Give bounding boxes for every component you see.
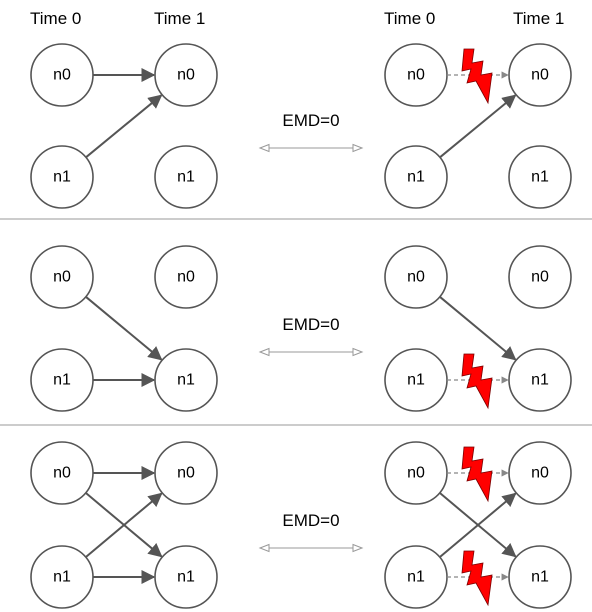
node-circle	[508, 43, 572, 107]
edge-n1-to-n0	[439, 94, 517, 159]
right-time1-node-n1: n1	[508, 545, 572, 609]
left-time0-label: Time 0	[30, 9, 81, 28]
edge-n0-to-n1	[439, 296, 517, 361]
right-time0-node-n1: n1	[384, 545, 448, 609]
left-time1-node-n0: n0	[154, 43, 218, 107]
node-circle	[154, 245, 218, 309]
node-circle	[508, 545, 572, 609]
lightning-bolt-icon	[461, 353, 493, 410]
node-circle	[154, 145, 218, 209]
right-time1-node-n1: n1	[508, 348, 572, 412]
edge-n1-to-n0	[439, 492, 517, 558]
right-time0-node-n0: n0	[384, 441, 448, 505]
node-label: n1	[407, 372, 425, 389]
left-time1-node-n0: n0	[154, 441, 218, 505]
node-circle	[508, 348, 572, 412]
left-time0-node-n0: n0	[30, 441, 94, 505]
interrupted-edge-n1-to-n1	[447, 353, 509, 410]
right-time0-node-n0: n0	[384, 245, 448, 309]
edge-n1-to-n0	[85, 492, 163, 558]
node-label: n0	[407, 67, 425, 84]
node-label: n1	[531, 372, 549, 389]
node-label: n0	[531, 269, 549, 286]
right-time1-node-n1: n1	[508, 145, 572, 209]
node-circle	[30, 545, 94, 609]
node-label: n0	[177, 465, 195, 482]
left-time1-node-n1: n1	[154, 348, 218, 412]
right-time0-label: Time 0	[384, 9, 435, 28]
interrupted-edge-n1-to-n1	[447, 550, 509, 607]
node-circle	[508, 145, 572, 209]
node-circle	[384, 245, 448, 309]
right-time1-node-n0: n0	[508, 441, 572, 505]
node-circle	[30, 43, 94, 107]
node-label: n1	[53, 569, 71, 586]
interrupted-edge-n0-to-n0	[447, 446, 509, 503]
interrupted-edge-n0-to-n0	[447, 48, 509, 105]
node-label: n1	[407, 169, 425, 186]
node-label: n0	[53, 465, 71, 482]
node-circle	[154, 441, 218, 505]
node-label: n0	[177, 67, 195, 84]
left-time0-node-n0: n0	[30, 43, 94, 107]
node-circle	[384, 145, 448, 209]
left-time0-node-n1: n1	[30, 545, 94, 609]
node-circle	[508, 441, 572, 505]
emd-label: EMD=0	[282, 111, 339, 130]
node-label: n1	[177, 569, 195, 586]
edge-n1-to-n0	[85, 94, 163, 159]
node-circle	[154, 43, 218, 107]
node-label: n0	[53, 269, 71, 286]
left-time1-node-n1: n1	[154, 545, 218, 609]
left-time0-node-n1: n1	[30, 348, 94, 412]
edge-n0-to-n1	[85, 296, 163, 361]
node-label: n0	[531, 465, 549, 482]
double-arrow-icon	[258, 143, 364, 153]
node-label: n0	[531, 67, 549, 84]
node-label: n0	[407, 269, 425, 286]
lightning-bolt-icon	[461, 550, 493, 607]
right-time1-node-n0: n0	[508, 43, 572, 107]
right-time1-label: Time 1	[513, 9, 564, 28]
node-circle	[30, 348, 94, 412]
node-label: n1	[53, 169, 71, 186]
double-arrow-icon	[258, 347, 364, 357]
node-label: n1	[177, 372, 195, 389]
node-label: n0	[407, 465, 425, 482]
panel-1: n0 n0 n0 n0 n1 n1 n1 n1 EMD=0	[30, 43, 572, 209]
node-label: n0	[53, 67, 71, 84]
panel-2: n0 n0 n0 n0 n1 n1 n1 n1 EMD=0	[30, 245, 572, 412]
node-circle	[30, 145, 94, 209]
right-time1-node-n0: n0	[508, 245, 572, 309]
node-label: n1	[531, 569, 549, 586]
right-time0-node-n1: n1	[384, 348, 448, 412]
right-time0-node-n1: n1	[384, 145, 448, 209]
node-circle	[30, 245, 94, 309]
node-circle	[30, 441, 94, 505]
node-circle	[508, 245, 572, 309]
panel-3: n0 n0 n0 n0 n1 n1 n1 n1 EMD=0	[30, 441, 572, 609]
emd-label: EMD=0	[282, 511, 339, 530]
right-time0-node-n0: n0	[384, 43, 448, 107]
emd-label: EMD=0	[282, 315, 339, 334]
node-label: n1	[531, 169, 549, 186]
node-label: n1	[53, 372, 71, 389]
node-label: n0	[177, 269, 195, 286]
node-label: n1	[177, 169, 195, 186]
lightning-bolt-icon	[461, 48, 493, 105]
left-time1-node-n1: n1	[154, 145, 218, 209]
left-time1-label: Time 1	[154, 9, 205, 28]
node-circle	[154, 348, 218, 412]
left-time0-node-n0: n0	[30, 245, 94, 309]
left-time1-node-n0: n0	[154, 245, 218, 309]
node-label: n1	[407, 569, 425, 586]
left-time0-node-n1: n1	[30, 145, 94, 209]
double-arrow-icon	[258, 543, 364, 553]
node-circle	[154, 545, 218, 609]
lightning-bolt-icon	[461, 446, 493, 503]
